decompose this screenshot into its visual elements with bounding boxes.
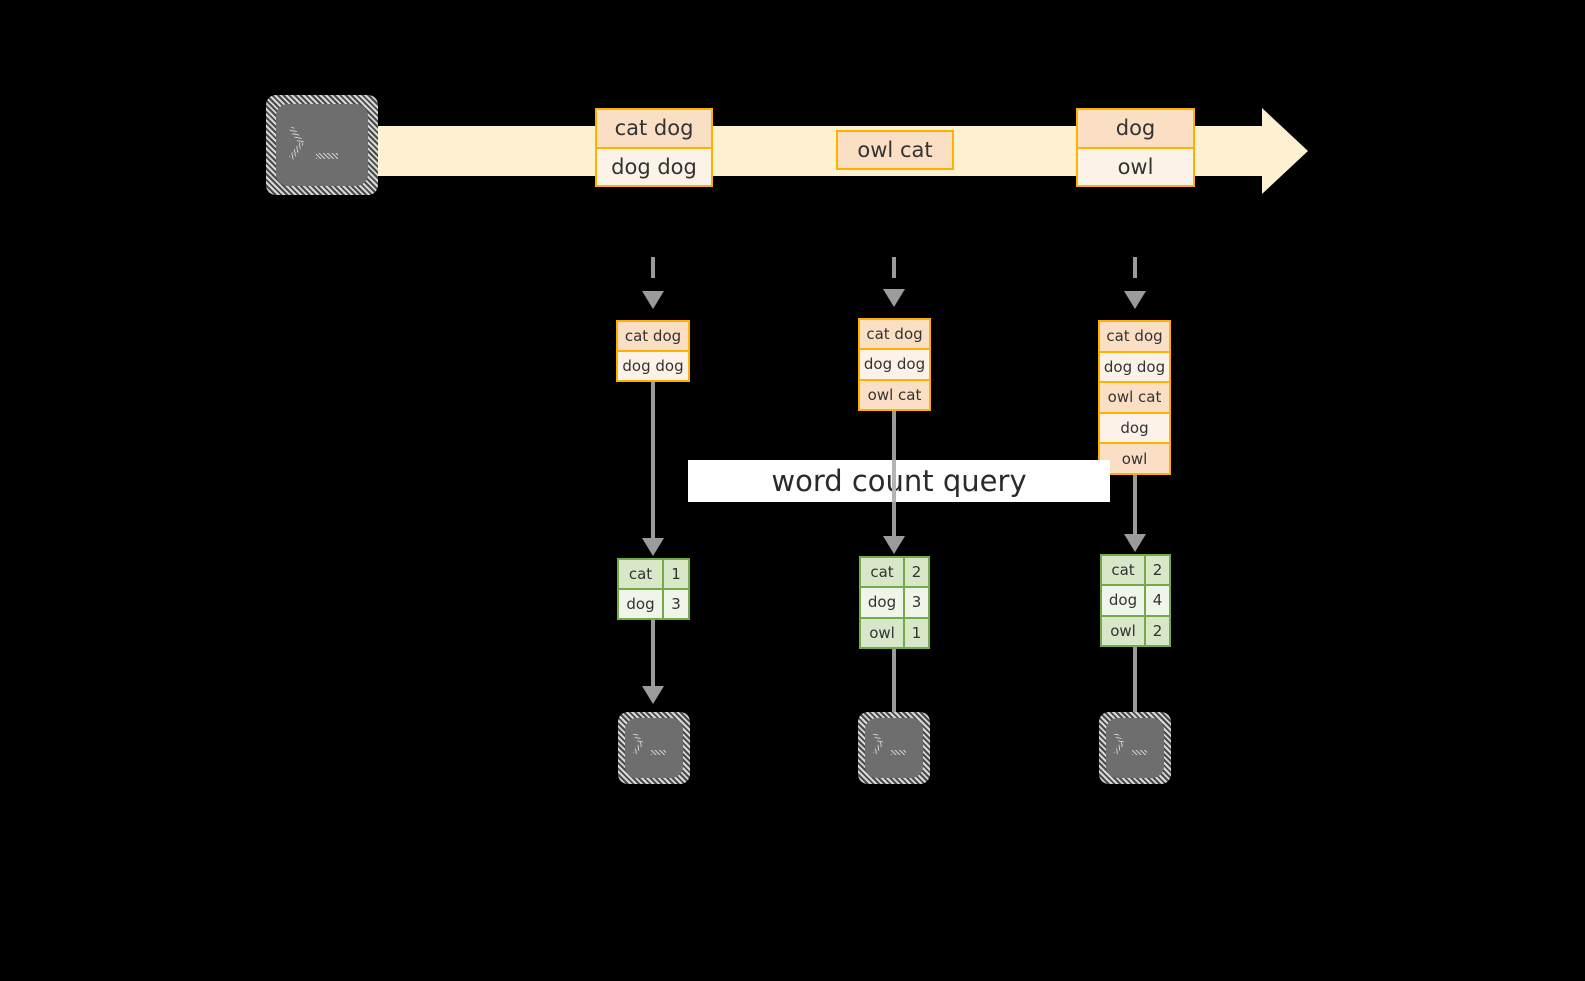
- snapshot-log-line: dog dog: [618, 352, 688, 380]
- result-word: cat: [619, 560, 664, 588]
- result-word: dog: [1102, 586, 1146, 615]
- snapshot-log-line: owl cat: [860, 380, 929, 409]
- stream-event-box[interactable]: dog owl: [1076, 108, 1195, 187]
- query-label-banner: word count query: [688, 460, 1110, 502]
- stream-event-line: dog dog: [597, 148, 711, 185]
- snapshot-log-line: cat dog: [1100, 322, 1169, 353]
- snapshot-log-line: owl: [1100, 444, 1169, 473]
- snapshot-log-line: dog dog: [860, 350, 929, 381]
- terminal-screen: [625, 718, 683, 778]
- result-count: 2: [1146, 556, 1169, 585]
- snapshot-log-box[interactable]: cat dog dog dog: [616, 320, 690, 382]
- table-row: owl 1: [861, 618, 928, 647]
- query-flow-arrowhead: [883, 536, 905, 554]
- stream-event-box[interactable]: cat dog dog dog: [595, 108, 713, 187]
- terminal-screen: [276, 104, 368, 186]
- stream-event-line: cat dog: [597, 110, 711, 149]
- underscore-icon: [651, 750, 666, 755]
- result-word: cat: [861, 558, 905, 587]
- result-word: dog: [619, 590, 664, 618]
- terminal-icon-sink[interactable]: [858, 712, 930, 784]
- terminal-prompt-glyphs: [865, 718, 923, 778]
- terminal-prompt-glyphs: [276, 104, 368, 186]
- sink-flow-line: [892, 649, 896, 716]
- snapshot-log-line: dog: [1100, 413, 1169, 445]
- underscore-icon: [891, 750, 906, 755]
- result-word: cat: [1102, 556, 1146, 585]
- chevron-right-icon-lower: [289, 141, 304, 160]
- sink-flow-arrowhead: [642, 686, 664, 704]
- chevron-right-icon-lower: [872, 742, 884, 755]
- terminal-icon-sink[interactable]: [1099, 712, 1171, 784]
- result-count: 3: [905, 588, 928, 617]
- stream-event-line: dog: [1078, 110, 1193, 149]
- query-flow-arrowhead: [642, 538, 664, 556]
- table-row: dog 3: [861, 588, 928, 619]
- underscore-icon: [316, 153, 338, 159]
- result-table[interactable]: cat 2 dog 3 owl 1: [859, 556, 930, 649]
- terminal-prompt-glyphs: [1106, 718, 1164, 778]
- snapshot-log-line: cat dog: [860, 320, 929, 351]
- result-word: owl: [861, 618, 905, 647]
- snapshot-tap-arrowhead: [1124, 291, 1146, 309]
- query-flow-line: [1133, 475, 1137, 536]
- stream-event-line: owl cat: [838, 132, 952, 168]
- table-row: owl 2: [1102, 616, 1169, 645]
- result-table[interactable]: cat 2 dog 4 owl 2: [1100, 554, 1171, 647]
- result-count: 4: [1146, 586, 1169, 615]
- query-label-text: word count query: [771, 464, 1027, 498]
- snapshot-log-line: cat dog: [618, 322, 688, 352]
- terminal-prompt-glyphs: [625, 718, 683, 778]
- query-flow-line-overlay: [892, 460, 896, 502]
- snapshot-log-box[interactable]: cat dog dog dog owl cat: [858, 318, 931, 411]
- snapshot-tap-line: [1133, 257, 1137, 293]
- result-table[interactable]: cat 1 dog 3: [617, 558, 690, 620]
- table-row: cat 2: [861, 558, 928, 589]
- result-count: 3: [664, 590, 688, 618]
- table-row: cat 2: [1102, 556, 1169, 587]
- query-flow-line: [651, 382, 655, 540]
- chevron-right-icon-lower: [632, 742, 644, 755]
- terminal-icon-sink[interactable]: [618, 712, 690, 784]
- terminal-screen: [865, 718, 923, 778]
- snapshot-log-box[interactable]: cat dog dog dog owl cat dog owl: [1098, 320, 1171, 475]
- snapshot-log-line: dog dog: [1100, 352, 1169, 384]
- stream-event-box[interactable]: owl cat: [836, 130, 954, 170]
- result-word: dog: [861, 588, 905, 617]
- result-count: 1: [905, 618, 928, 647]
- result-count: 2: [905, 558, 928, 587]
- table-row: dog 3: [619, 590, 688, 618]
- snapshot-tap-line: [892, 257, 896, 291]
- terminal-screen: [1106, 718, 1164, 778]
- snapshot-log-line: owl cat: [1100, 383, 1169, 414]
- terminal-icon-source[interactable]: [266, 95, 378, 195]
- result-count: 2: [1146, 616, 1169, 645]
- sink-flow-line: [1133, 647, 1137, 716]
- underscore-icon: [1132, 750, 1147, 755]
- stream-event-line: owl: [1078, 148, 1193, 185]
- table-row: dog 4: [1102, 586, 1169, 617]
- sink-flow-line: [651, 620, 655, 688]
- query-flow-arrowhead: [1124, 534, 1146, 552]
- table-row: cat 1: [619, 560, 688, 590]
- result-count: 1: [664, 560, 688, 588]
- chevron-right-icon-lower: [1113, 742, 1125, 755]
- snapshot-tap-line: [651, 257, 655, 293]
- snapshot-tap-arrowhead: [642, 291, 664, 309]
- event-stream-arrowhead: [1262, 108, 1308, 194]
- result-word: owl: [1102, 616, 1146, 645]
- snapshot-tap-arrowhead: [883, 289, 905, 307]
